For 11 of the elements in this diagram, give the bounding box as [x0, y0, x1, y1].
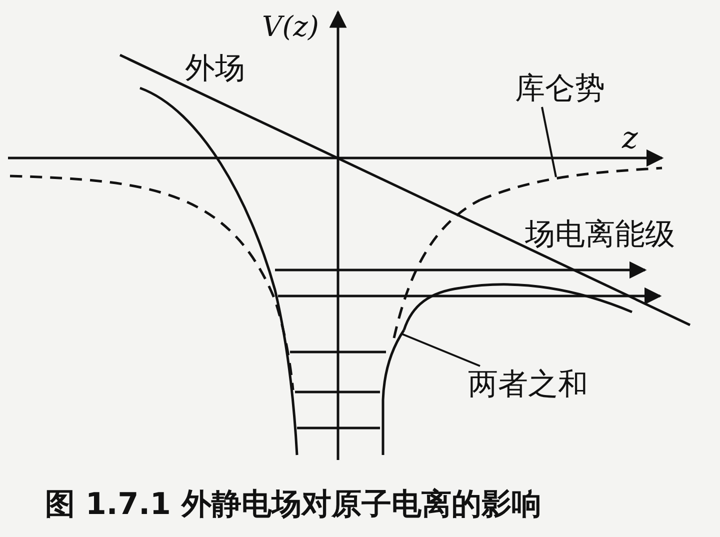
line-label: 外场 [185, 52, 245, 85]
caption: 图 1.7.1 外静电场对原子电离的影响 [45, 488, 542, 521]
leader-line [541, 106, 557, 178]
axis-label: V(z) [262, 12, 319, 43]
leader-line [402, 333, 480, 367]
level-label: 场电离能级 [525, 218, 675, 251]
curve-label: 两者之和 [468, 368, 588, 401]
coulomb-curve [480, 166, 662, 202]
axis-label: z [622, 122, 638, 155]
curve-label: 库仑势 [515, 72, 605, 105]
sum-curve [382, 329, 406, 455]
